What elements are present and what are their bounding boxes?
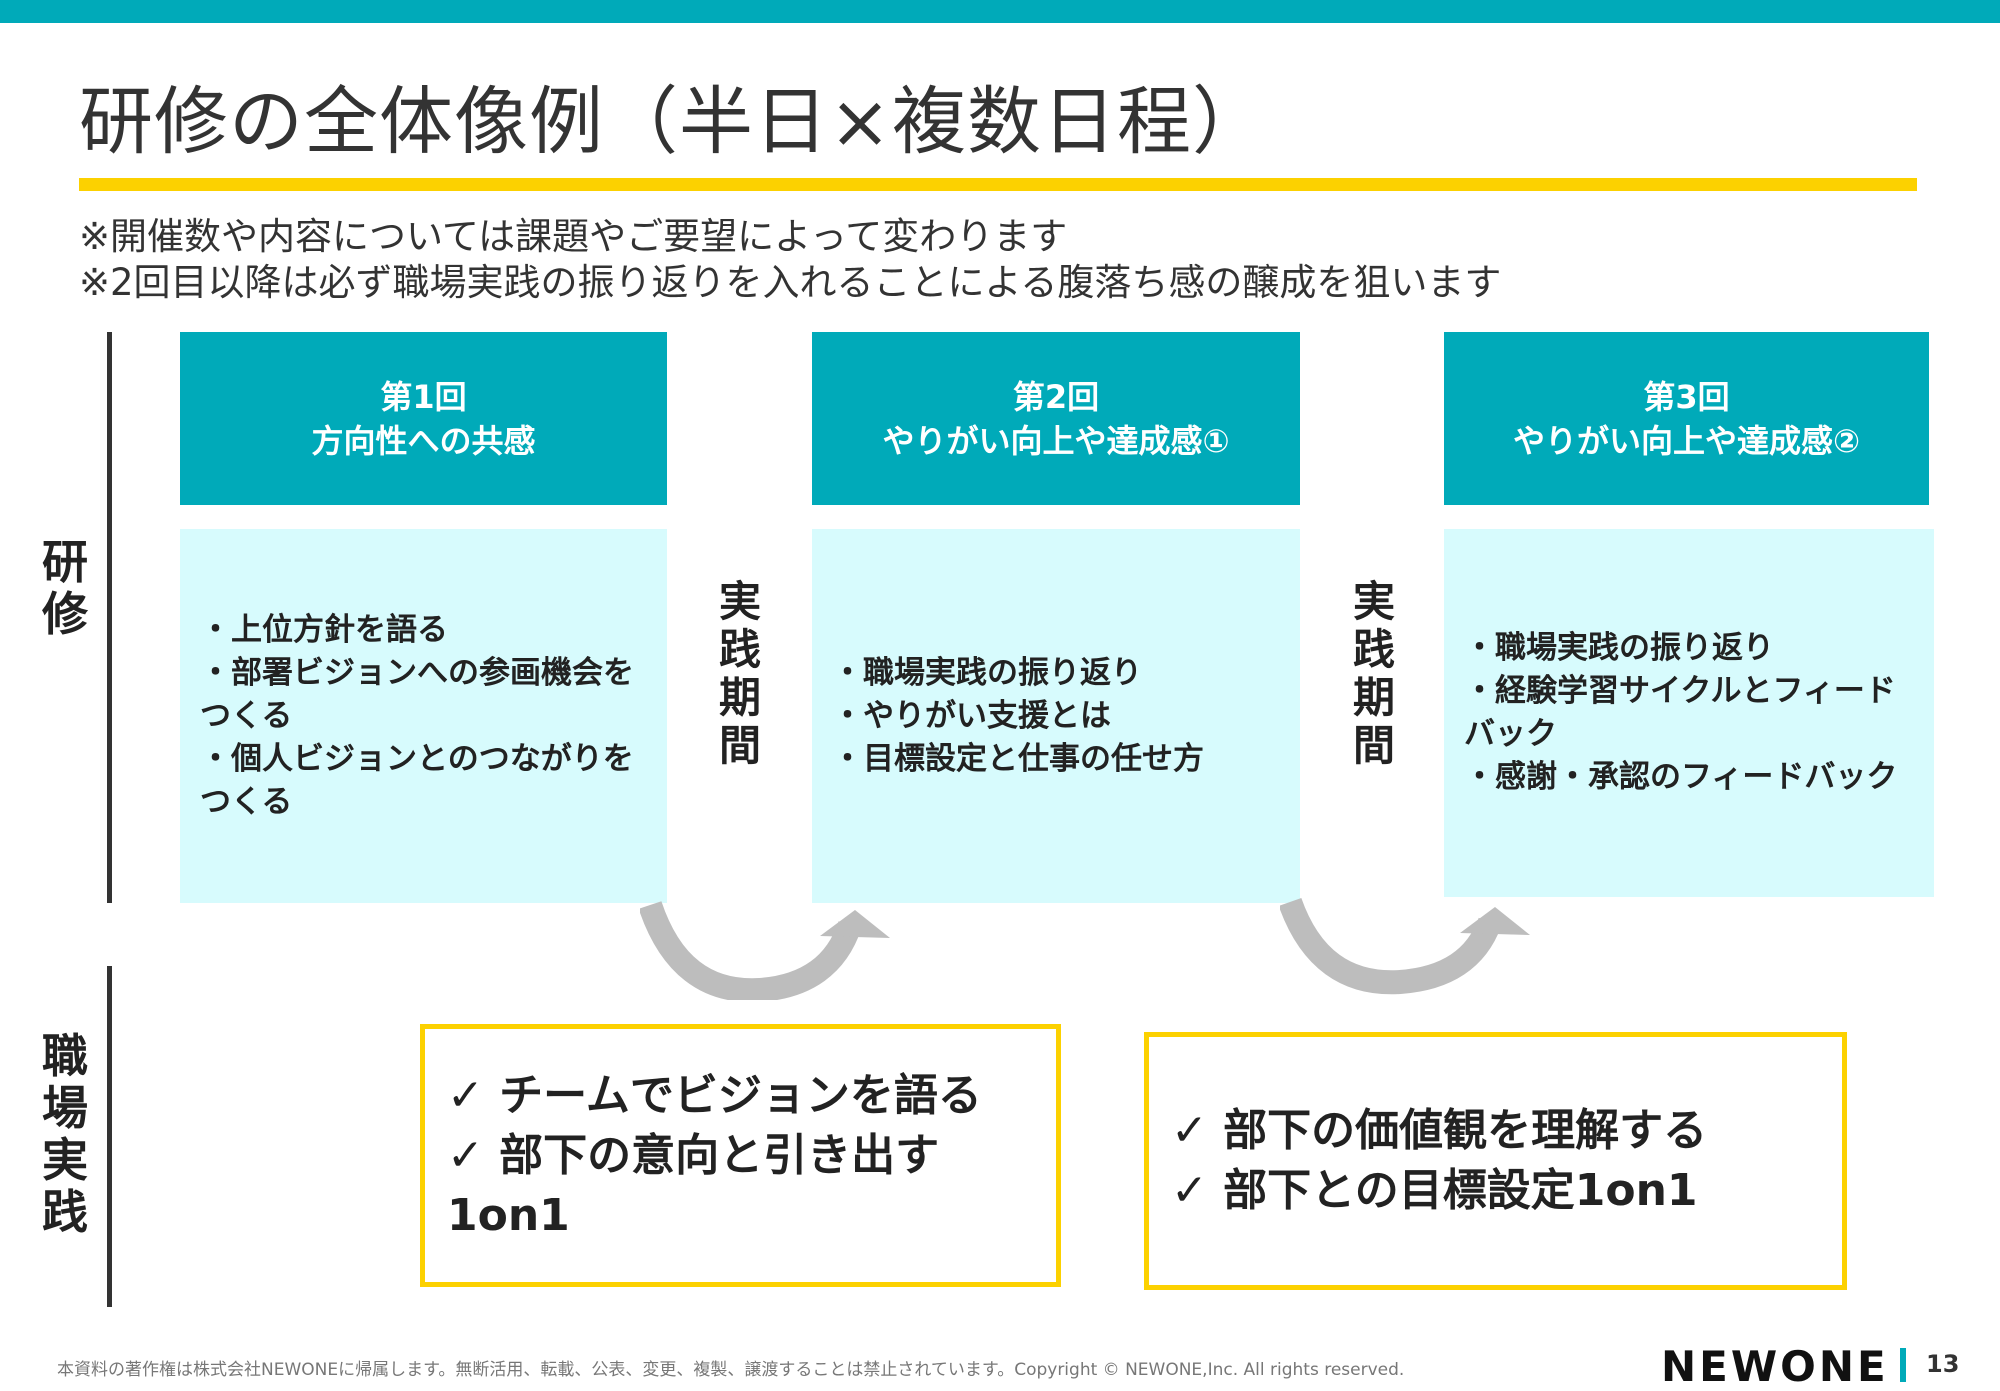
top-accent-bar	[0, 0, 2000, 23]
page-title: 研修の全体像例（半日×複数日程）	[79, 79, 1268, 165]
cycle-arrow-2	[1280, 897, 1530, 995]
cycle-arrow-1	[640, 901, 890, 1000]
note-1: ※開催数や内容については課題やご要望によって変わります	[79, 215, 1068, 258]
session-3-header: 第3回やりがい向上や達成感②	[1444, 332, 1929, 505]
session-3-content: ・職場実践の振り返り ・経験学習サイクルとフィード バック ・感謝・承認のフィー…	[1444, 529, 1934, 897]
session-3-number: 第3回	[1643, 377, 1730, 416]
session-3-theme: やりがい向上や達成感②	[1512, 421, 1861, 460]
copyright-footer: 本資料の著作権は株式会社NEWONEに帰属します。無断活用、転載、公表、変更、複…	[57, 1360, 1405, 1380]
session-1-theme: 方向性への共感	[311, 421, 536, 460]
row-label-practice: 職場実践	[42, 1029, 88, 1239]
session-2-content: ・職場実践の振り返り ・やりがい支援とは ・目標設定と仕事の任せ方	[812, 529, 1300, 903]
practice-divider	[107, 966, 112, 1307]
session-2-theme: やりがい向上や達成感①	[882, 421, 1230, 460]
practice-item: ✓ 部下の価値観を理解する	[1171, 1105, 1708, 1156]
newone-logo: NEWONE	[1661, 1342, 1889, 1391]
practice-item: ✓ 部下の意向と引き出す1on1	[447, 1129, 940, 1241]
training-divider	[107, 332, 112, 903]
session-2-number: 第2回	[1012, 377, 1100, 416]
practice-box-2: ✓ 部下の価値観を理解する ✓ 部下との目標設定1on1	[1144, 1032, 1847, 1290]
session-2-header: 第2回やりがい向上や達成感①	[812, 332, 1300, 505]
practice-box-1: ✓ チームでビジョンを語る ✓ 部下の意向と引き出す1on1	[420, 1024, 1061, 1287]
session-1-content: ・上位方針を語る ・部署ビジョンへの参画機会を つくる ・個人ビジョンとのつなが…	[180, 529, 667, 903]
page-separator	[1900, 1348, 1906, 1382]
practice-item: ✓ 部下との目標設定1on1	[1171, 1165, 1698, 1216]
session-1-header: 第1回方向性への共感	[180, 332, 667, 505]
session-1-number: 第1回	[380, 377, 467, 416]
practice-period-label-1: 実践期間	[718, 577, 761, 770]
page-number: 13	[1926, 1350, 1960, 1378]
title-underline	[79, 178, 1917, 191]
note-2: ※2回目以降は必ず職場実践の振り返りを入れることによる腹落ち感の醸成を狙います	[79, 261, 1502, 304]
practice-item: ✓ チームでビジョンを語る	[447, 1069, 982, 1121]
row-label-training: 研修	[42, 535, 88, 641]
practice-period-label-2: 実践期間	[1352, 577, 1395, 770]
